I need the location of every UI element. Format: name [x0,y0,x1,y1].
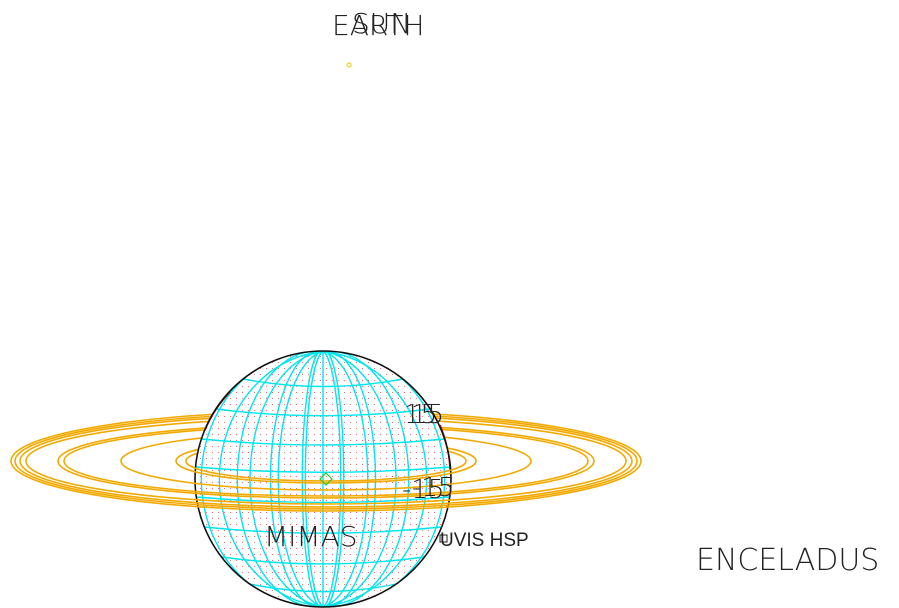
mimas-label: MIMAS [264,520,358,553]
lat-label-north: 15 [404,400,437,430]
lat-label-south: -15 [402,475,444,505]
ring-front-arc [185,460,467,482]
instrument-label: UVIS HSP [440,530,529,551]
ring-front-arc [63,460,589,497]
longitude-line [304,351,345,607]
sun-marker-icon [346,62,352,68]
ring-front-arc [120,460,532,491]
enceladus-label: ENCELADUS [696,543,879,578]
lat-label-north-overlap: 15 [411,400,444,430]
longitude-line [301,351,342,607]
ring-front-arc [14,460,638,510]
lat-label-south-overlap: -15 [412,473,454,503]
instrument-marker-icon [439,534,448,543]
longitude-line [218,351,446,607]
ring-front-arc [19,460,633,508]
planet-limb [194,350,452,608]
sun-label: SUN [352,7,411,40]
ring-front-arc [175,460,477,484]
target-diamond-icon [319,472,333,486]
ring-front-arc [25,460,627,505]
ring-front-arc [57,460,595,499]
rings-front [10,460,642,512]
ring-front-arc [10,460,642,512]
earth-label: EARTH [332,9,424,42]
longitude-line [200,351,428,607]
